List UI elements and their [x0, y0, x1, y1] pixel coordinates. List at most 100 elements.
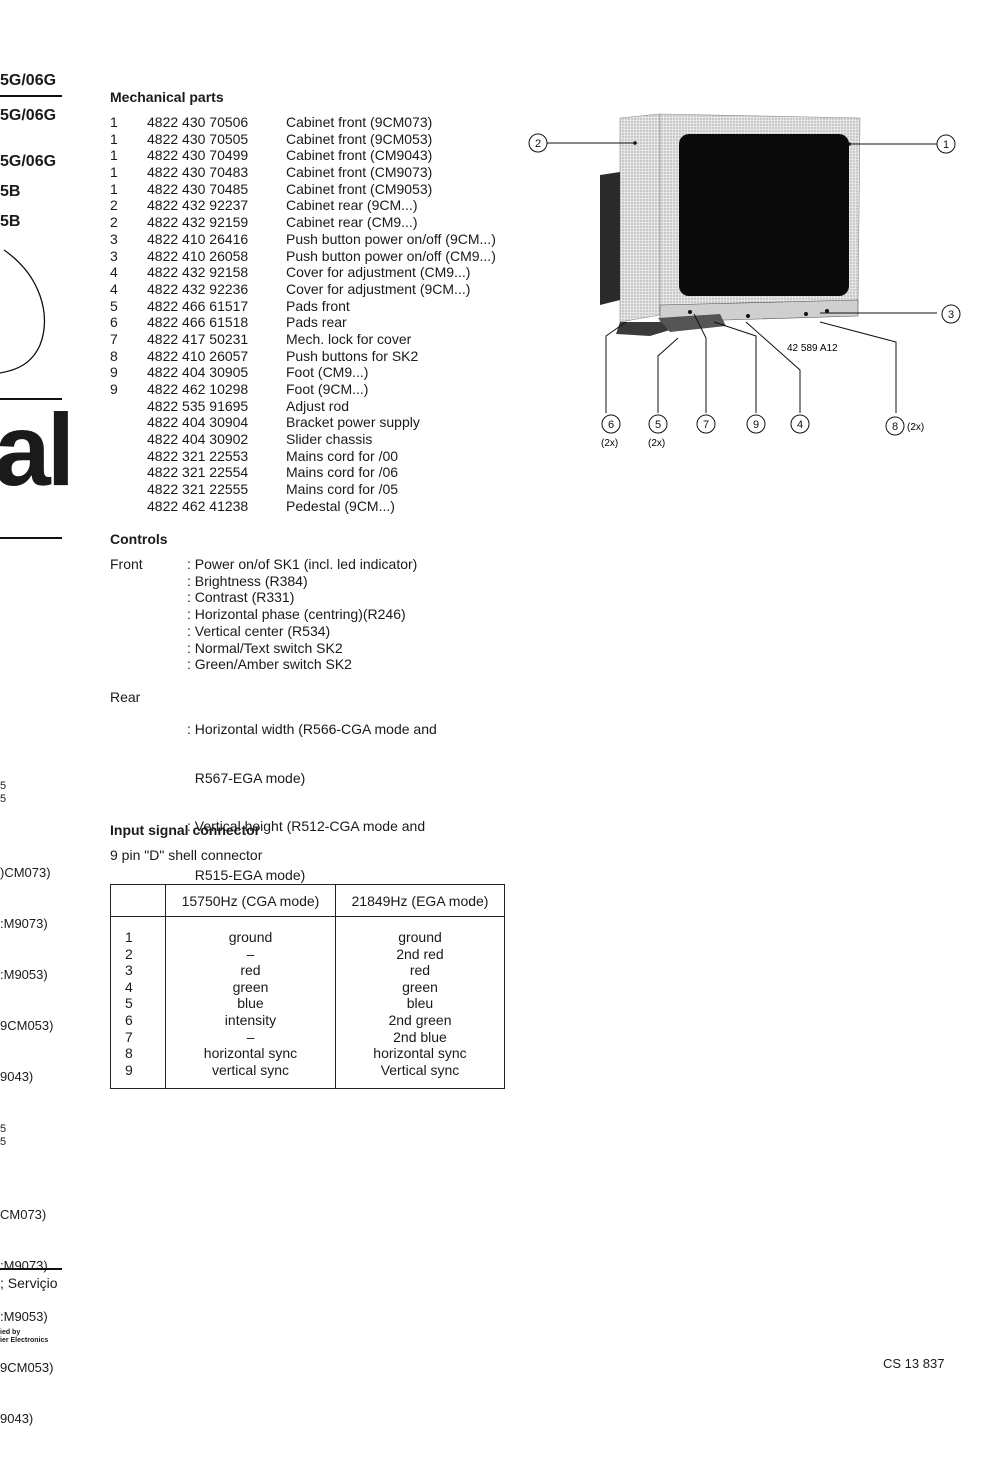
- monitor-exploded-diagram: 2 1 3 6 5 7 9 4 8 (2x) (2x) (2x) 42 589 …: [528, 113, 961, 449]
- table-header-cga: 15750Hz (CGA mode): [165, 884, 336, 917]
- model-fragment: 5B: [0, 213, 21, 230]
- part-qty: 9: [110, 364, 118, 381]
- control-item: : Vertical center (R534): [187, 622, 331, 639]
- cover-curve: [0, 249, 46, 374]
- list-item: 9CM053): [0, 1018, 54, 1033]
- svg-text:5: 5: [655, 419, 661, 431]
- part-description: Mech. lock for cover: [286, 330, 412, 347]
- callout-4: 4: [790, 414, 810, 434]
- qty-note-5: (2x): [648, 438, 665, 449]
- part-description: Push buttons for SK2: [286, 347, 419, 364]
- svg-text:9: 9: [753, 419, 759, 431]
- callout-6: 6: [601, 414, 621, 434]
- control-item: : Horizontal width (R566-CGA mode and: [187, 721, 437, 737]
- ega-signal: Vertical sync: [380, 1061, 460, 1078]
- ega-signal: horizontal sync: [373, 1045, 467, 1062]
- part-code: 4822 430 70499: [147, 147, 249, 164]
- part-description: Slider chassis: [286, 431, 373, 448]
- list-item: CM073): [0, 1207, 47, 1222]
- cga-signal: –: [246, 1028, 255, 1045]
- controls-heading: Controls: [110, 531, 168, 547]
- part-qty: 7: [110, 330, 118, 347]
- part-qty: 2: [110, 214, 118, 231]
- monitor-cabinet: [600, 113, 861, 336]
- part-qty: 4: [110, 264, 118, 281]
- callout-3: 3: [941, 304, 961, 324]
- ega-signal: red: [409, 962, 431, 979]
- part-qty: 4: [110, 280, 118, 297]
- part-code: 4822 417 50231: [147, 330, 249, 347]
- list-item: :M9073): [0, 1258, 48, 1273]
- part-description: Cabinet front (9CM053): [286, 130, 433, 147]
- list-fragment: )CM073) :M9073) :M9053) 9CM053) 9043): [0, 830, 53, 1119]
- control-item: : Contrast (R331): [187, 589, 295, 606]
- part-description: Mains cord for /06: [286, 464, 399, 481]
- part-description: Cabinet front (9CM073): [286, 114, 433, 130]
- part-description: Cover for adjustment (CM9...): [286, 264, 471, 281]
- model-fragment: 5B: [0, 183, 21, 200]
- part-code: 4822 321 22555: [147, 481, 249, 498]
- part-description: Cabinet rear (9CM...): [286, 197, 418, 214]
- callout-9: 9: [746, 414, 766, 434]
- cga-signal: ground: [228, 929, 273, 945]
- model-fragment: 5G/06G: [0, 153, 57, 170]
- part-code: 4822 462 10298: [147, 381, 249, 397]
- part-description: Pedestal (9CM...): [286, 497, 395, 514]
- pin-number: 1: [125, 929, 133, 945]
- rear-label: Rear: [110, 689, 141, 705]
- callout-5: 5: [648, 414, 668, 434]
- part-qty: 9: [110, 381, 118, 397]
- part-qty: 1: [110, 180, 118, 197]
- cga-signal: green: [232, 978, 269, 995]
- model-fragment: 5G/06G: [0, 72, 57, 89]
- table-header-pin: [110, 884, 166, 917]
- part-code: 4822 466 61517: [147, 297, 249, 314]
- crt-screen: [679, 134, 849, 296]
- part-code: 4822 430 70483: [147, 164, 249, 181]
- part-description: Adjust rod: [286, 397, 350, 414]
- ega-signal: ground: [398, 929, 442, 945]
- pin-number: 8: [125, 1045, 133, 1062]
- divider: [0, 95, 62, 97]
- part-qty: 1: [110, 147, 118, 164]
- control-item: : Normal/Text switch SK2: [187, 639, 343, 656]
- pin-number: 4: [125, 978, 133, 995]
- cga-signal: vertical sync: [211, 1061, 289, 1078]
- input-signal-heading: Input signal connector: [110, 822, 261, 838]
- part-qty: 1: [110, 114, 118, 130]
- part-qty: 1: [110, 164, 118, 181]
- svg-text:3: 3: [948, 309, 954, 321]
- ega-signal: 2nd blue: [393, 1028, 447, 1045]
- part-code: 4822 432 92159: [147, 214, 249, 231]
- part-description: Cabinet front (CM9073): [286, 164, 433, 181]
- part-qty: 2: [110, 197, 118, 214]
- part-code: 4822 410 26057: [147, 347, 249, 364]
- pin-number: 2: [125, 945, 133, 962]
- part-qty: 8: [110, 347, 118, 364]
- callout-2: 2: [528, 133, 548, 153]
- part-description: Pads front: [286, 297, 350, 314]
- control-item: : Power on/of SK1 (incl. led indicator): [187, 556, 418, 572]
- part-description: Mains cord for /05: [286, 481, 399, 498]
- part-code: 4822 410 26416: [147, 230, 249, 247]
- control-item: : Vertical height (R512-CGA mode and: [187, 818, 426, 835]
- part-description: Cabinet front (CM9053): [286, 180, 433, 197]
- service-text: ; Serviçio: [0, 1275, 58, 1291]
- svg-text:4: 4: [797, 419, 803, 431]
- list-fragment: CM073) :M9073) :M9053) 9CM053) 9043): [0, 1172, 53, 1461]
- model-fragment: 5G/06G: [0, 107, 57, 124]
- list-item: :M9073): [0, 916, 48, 931]
- list-item: :M9053): [0, 1309, 48, 1324]
- list-item: 9CM053): [0, 1360, 54, 1375]
- part-code: 4822 404 30905: [147, 364, 249, 381]
- divider: [0, 1268, 62, 1270]
- divider: [0, 537, 62, 539]
- part-description: Foot (CM9...): [286, 364, 369, 381]
- ega-signal: bleu: [406, 995, 434, 1012]
- part-code: 4822 462 41238: [147, 497, 249, 514]
- svg-text:7: 7: [703, 419, 709, 431]
- part-description: Cabinet front (CM9043): [286, 147, 433, 164]
- svg-text:6: 6: [608, 419, 614, 431]
